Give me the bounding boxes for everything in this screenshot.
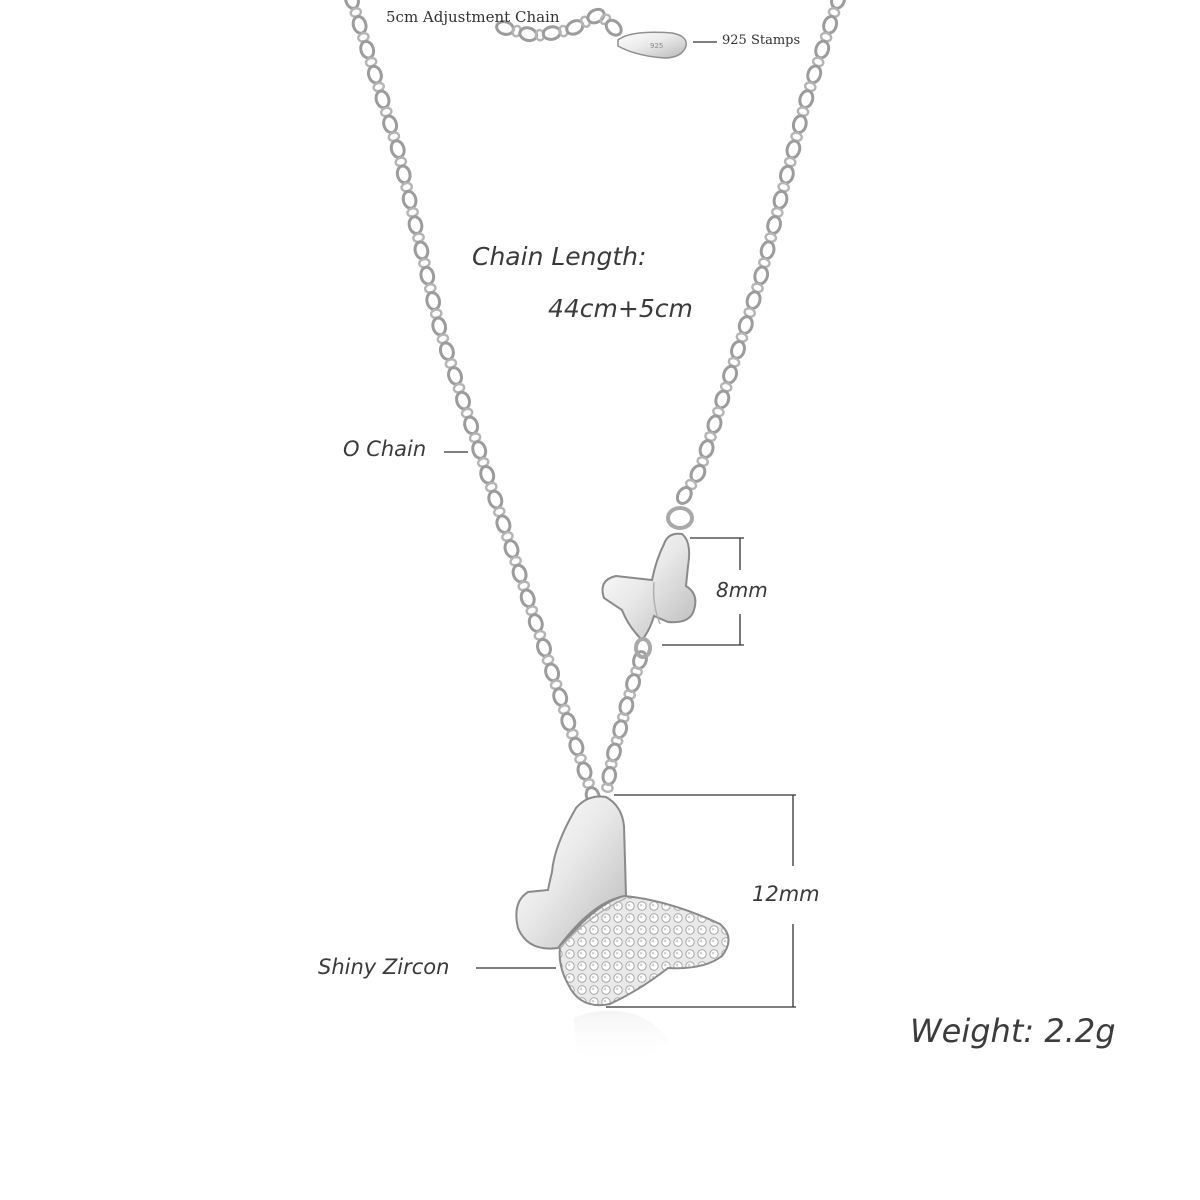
- chain-link: [541, 25, 562, 41]
- small-butterfly-pendant: [601, 506, 697, 659]
- chain-link: [431, 316, 448, 337]
- chain-length-value: 44cm+5cm: [548, 294, 693, 323]
- chain-link: [413, 240, 430, 261]
- chain-link: [714, 389, 731, 410]
- chain-link: [785, 139, 802, 160]
- adjustment-chain-label: 5cm Adjustment Chain: [386, 8, 560, 26]
- chain-link: [407, 215, 424, 235]
- left-chain-strand: [344, 0, 601, 806]
- chain-link: [604, 18, 623, 37]
- chain-link: [560, 711, 577, 732]
- chain-link: [395, 164, 412, 185]
- chain-link: [544, 662, 561, 683]
- chain-link: [766, 215, 782, 235]
- extension-chain: [495, 7, 623, 43]
- chain-link: [706, 414, 723, 435]
- chain-link: [606, 742, 622, 763]
- chain-link: [601, 765, 618, 786]
- stone-label: Shiny Zircon: [318, 955, 450, 979]
- chain-link: [779, 164, 795, 185]
- chain-link: [487, 489, 504, 510]
- chain-link: [798, 89, 815, 109]
- chain-link: [519, 588, 536, 609]
- chain-link: [675, 486, 693, 505]
- chain-link: [772, 189, 789, 210]
- chain-link: [753, 265, 770, 286]
- chain-link: [366, 64, 383, 85]
- chain-link: [601, 782, 614, 794]
- chain-link: [568, 736, 585, 757]
- small-pendant-size-label: 8mm: [716, 578, 768, 602]
- large-pendant-size-label: 12mm: [752, 882, 820, 906]
- chain-link: [425, 291, 442, 311]
- chain-link: [737, 315, 754, 335]
- chain-link: [374, 89, 391, 110]
- chain-link: [536, 637, 552, 658]
- chain-link: [382, 114, 399, 135]
- chain-link: [438, 341, 455, 362]
- chain-link: [745, 290, 762, 311]
- chain-link: [730, 339, 746, 360]
- chain-link: [791, 114, 808, 135]
- chain-link: [479, 464, 496, 485]
- chain-link: [455, 390, 471, 411]
- chain-type-label: O Chain: [343, 437, 427, 461]
- chain-link: [503, 539, 520, 559]
- right-chain-strand: [675, 0, 846, 505]
- chain-link: [722, 364, 739, 385]
- chain-link: [576, 761, 593, 782]
- large-butterfly-pendant: [515, 795, 730, 1065]
- stamps-label: 925 Stamps: [722, 33, 801, 48]
- chain-link: [511, 563, 528, 584]
- chain-link: [463, 415, 480, 436]
- tag-engraving: 925: [650, 42, 663, 50]
- chain-link: [806, 64, 823, 85]
- chain-link: [351, 15, 368, 35]
- chain-link: [814, 39, 831, 60]
- stamp-tag: 925: [617, 31, 687, 59]
- chain-link: [586, 7, 606, 25]
- chain-link: [495, 514, 512, 535]
- chain-link: [698, 439, 715, 459]
- chain-link: [759, 240, 776, 261]
- chain-link: [552, 687, 569, 707]
- chain-link: [401, 189, 418, 210]
- chain-link: [471, 440, 488, 460]
- chain-link: [527, 613, 544, 633]
- small-pendant-chain: [601, 650, 648, 794]
- chain-link: [389, 139, 406, 159]
- chain-link: [359, 39, 376, 60]
- chain-link: [447, 366, 463, 386]
- weight-label: Weight: 2.2g: [910, 1012, 1116, 1050]
- dimension-lines: [444, 41, 796, 1008]
- chain-link: [419, 265, 436, 286]
- chain-length-title: Chain Length:: [472, 242, 647, 271]
- chain-link: [822, 14, 839, 35]
